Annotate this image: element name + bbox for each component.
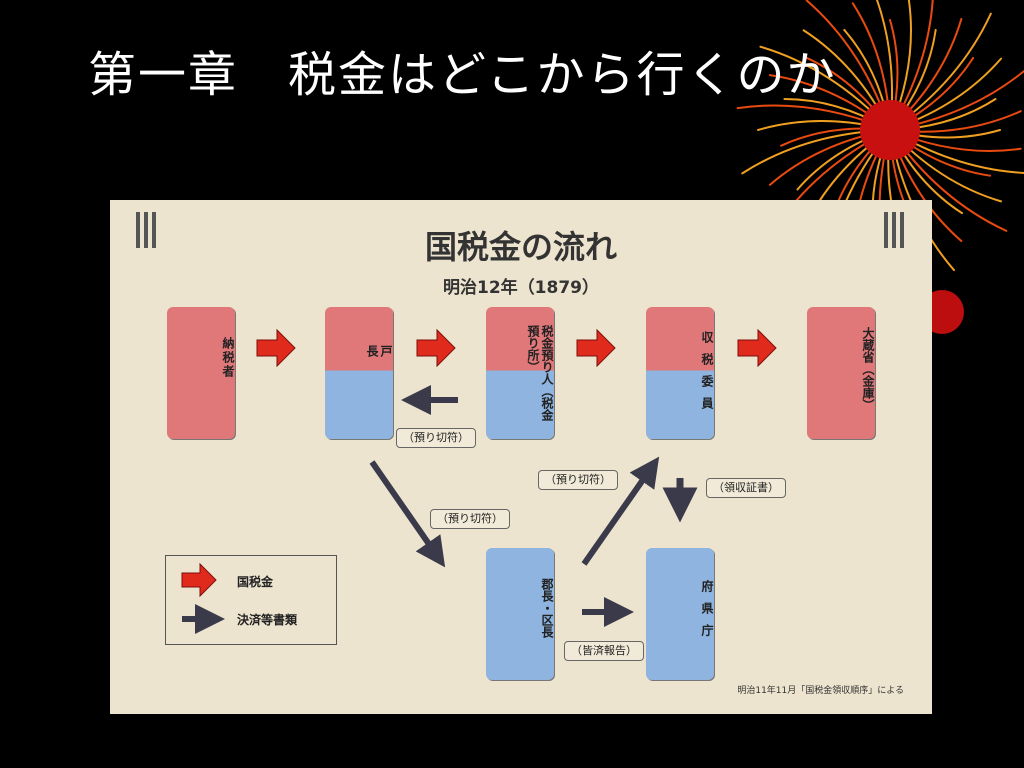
box-prefecture-label: 府県庁 bbox=[700, 580, 714, 646]
tax-flow-figure: 国税金の流れ 明治12年（1879） 納税者 戸長 税金預り人（税金預り所） 収… bbox=[110, 200, 932, 714]
box-tax-collector: 収税委員 bbox=[646, 307, 714, 439]
doc-arrow-county-to-collector bbox=[581, 456, 660, 566]
legend-red-arrow bbox=[181, 562, 217, 598]
doc-arrow-household-to-county bbox=[369, 460, 446, 568]
box-prefecture: 府県庁 bbox=[646, 548, 714, 680]
box-county-ward-head-label: 郡長・区長 bbox=[540, 578, 554, 638]
tag-deposit-receipt-2: （預り切符） bbox=[430, 509, 510, 529]
source-note: 明治11年11月「国税金領収順序」による bbox=[737, 686, 904, 696]
box-taxpayer-label: 納税者 bbox=[221, 337, 235, 379]
tag-deposit-receipt-1: （預り切符） bbox=[396, 428, 476, 448]
flow-arrows bbox=[181, 328, 777, 634]
box-household-head-label: 戸長 bbox=[365, 345, 393, 377]
box-finance-ministry-label: 大蔵省（金庫） bbox=[861, 327, 875, 411]
tag-receipt-certificate: （領収証書） bbox=[706, 478, 786, 498]
slide-title: 第一章 税金はどこから行くのか bbox=[88, 47, 837, 103]
red-arrow-1 bbox=[256, 328, 296, 368]
box-taxpayer: 納税者 bbox=[167, 307, 235, 439]
legend-tax-money-label: 国税金 bbox=[237, 575, 274, 589]
corner-ornament-right bbox=[884, 212, 906, 248]
legend-settlement-docs-label: 決済等書類 bbox=[237, 613, 298, 627]
tag-deposit-receipt-3: （預り切符） bbox=[538, 470, 618, 490]
figure-title: 国税金の流れ bbox=[424, 228, 617, 266]
box-finance-ministry: 大蔵省（金庫） bbox=[807, 307, 875, 439]
red-arrow-2 bbox=[416, 328, 456, 368]
box-county-ward-head: 郡長・区長 bbox=[486, 548, 554, 680]
box-household-head: 戸長 bbox=[325, 307, 393, 439]
red-arrow-4 bbox=[737, 328, 777, 368]
box-tax-depositary-label: 税金預り人（税金預り所） bbox=[526, 325, 554, 421]
corner-ornament-left bbox=[136, 212, 158, 248]
red-arrow-3 bbox=[576, 328, 616, 368]
box-tax-depositary: 税金預り人（税金預り所） bbox=[486, 307, 554, 439]
legend bbox=[165, 555, 337, 645]
figure-subtitle: 明治12年（1879） bbox=[443, 278, 599, 298]
tag-settlement-report: （皆済報告） bbox=[564, 641, 644, 661]
box-tax-collector-label: 収税委員 bbox=[700, 331, 714, 419]
